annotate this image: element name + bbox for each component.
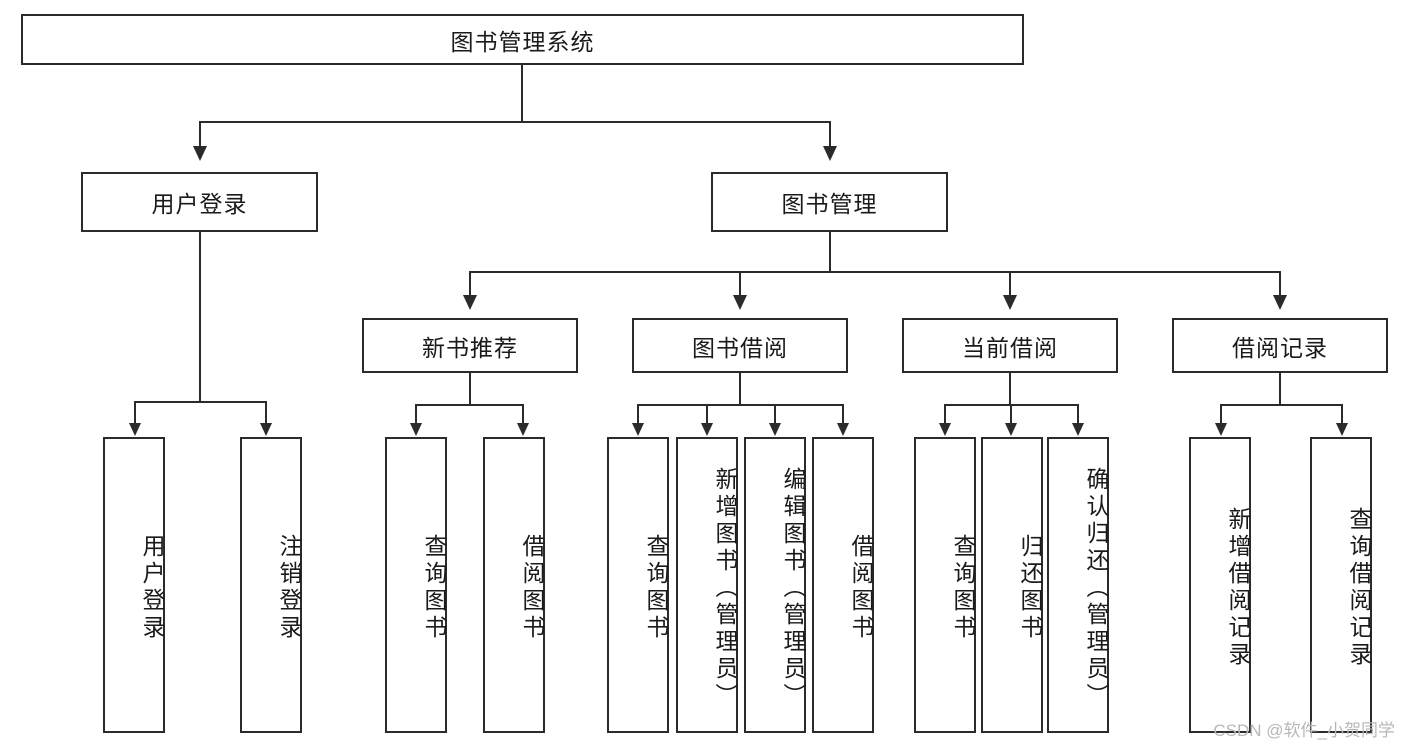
connector-bm-branch-1 [469, 271, 471, 297]
connector-cb-branch-3 [1077, 404, 1079, 424]
arrow-to-leaf-cb-2 [1005, 423, 1017, 436]
node-label: 借阅记录 [1232, 334, 1328, 361]
arrow-to-book-mgmt [823, 146, 837, 161]
connector-bb-branch-1 [637, 404, 639, 424]
node-new-book-recommend[interactable]: 新书推荐 [362, 318, 578, 373]
node-label: 新增借阅记录 [1225, 507, 1251, 669]
connector-cb-branch-2 [1010, 404, 1012, 424]
connector-nbr-branch-2 [522, 404, 524, 424]
leaf-nbr-borrow-book[interactable]: 借阅图书 [483, 437, 545, 733]
node-label: 确认归还（管理员） [1083, 466, 1109, 710]
arrow-to-borrow-record [1273, 295, 1287, 310]
node-label: 新增图书（管理员） [712, 466, 738, 710]
arrow-to-leaf-br-2 [1336, 423, 1348, 436]
leaf-cb-confirm-return-admin[interactable]: 确认归还（管理员） [1047, 437, 1109, 733]
arrow-to-leaf-logout [260, 423, 272, 436]
connector-nbr-down [469, 373, 471, 405]
connector-user-login-down [199, 232, 201, 402]
connector-br-branch-2 [1341, 404, 1343, 424]
connector-bb-branch-2 [706, 404, 708, 424]
arrow-to-leaf-bb-4 [837, 423, 849, 436]
connector-book-mgmt-bus [469, 271, 1280, 273]
connector-cb-down [1009, 373, 1011, 405]
node-label: 图书管理 [781, 191, 878, 217]
leaf-cb-query-book[interactable]: 查询图书 [914, 437, 976, 733]
leaf-bb-add-book-admin[interactable]: 新增图书（管理员） [676, 437, 738, 733]
connector-nbr-branch-1 [415, 404, 417, 424]
node-label: 新书推荐 [422, 334, 518, 361]
leaf-logout[interactable]: 注销登录 [240, 437, 302, 733]
connector-br-down [1279, 373, 1281, 405]
node-label: 用户登录 [139, 534, 165, 642]
arrow-to-book-borrow [733, 295, 747, 310]
node-label: 查询借阅记录 [1346, 507, 1372, 669]
node-book-management[interactable]: 图书管理 [711, 172, 948, 232]
node-label: 查询图书 [950, 534, 976, 642]
connector-nbr-bus [415, 404, 523, 406]
connector-root-to-user-login [199, 121, 201, 149]
arrow-to-new-book-recommend [463, 295, 477, 310]
arrow-to-user-login [193, 146, 207, 161]
node-borrow-record[interactable]: 借阅记录 [1172, 318, 1388, 373]
node-label: 注销登录 [276, 534, 302, 642]
connector-user-login-branch-2 [265, 401, 267, 425]
connector-bm-branch-2 [739, 271, 741, 297]
node-label: 图书管理系统 [450, 28, 595, 55]
connector-br-bus [1220, 404, 1342, 406]
connector-user-login-bus [134, 401, 266, 403]
node-label: 编辑图书（管理员） [780, 466, 806, 710]
node-label: 查询图书 [643, 534, 669, 642]
leaf-bb-borrow-book[interactable]: 借阅图书 [812, 437, 874, 733]
connector-book-mgmt-down [829, 232, 831, 272]
arrow-to-leaf-bb-3 [769, 423, 781, 436]
connector-bb-branch-4 [842, 404, 844, 424]
arrow-to-current-borrow [1003, 295, 1017, 310]
connector-cb-branch-1 [944, 404, 946, 424]
arrow-to-leaf-bb-2 [701, 423, 713, 436]
leaf-br-query-record[interactable]: 查询借阅记录 [1310, 437, 1372, 733]
connector-bb-bus [637, 404, 843, 406]
arrow-to-leaf-br-1 [1215, 423, 1227, 436]
arrow-to-leaf-cb-1 [939, 423, 951, 436]
node-label: 借阅图书 [519, 534, 545, 642]
connector-bb-down [739, 373, 741, 405]
node-root-book-management-system[interactable]: 图书管理系统 [21, 14, 1024, 65]
leaf-nbr-query-book[interactable]: 查询图书 [385, 437, 447, 733]
connector-bb-branch-3 [774, 404, 776, 424]
arrow-to-leaf-nbr-1 [410, 423, 422, 436]
arrow-to-leaf-nbr-2 [517, 423, 529, 436]
connector-root-to-book-mgmt [829, 121, 831, 149]
arrow-to-leaf-bb-1 [632, 423, 644, 436]
leaf-cb-return-book[interactable]: 归还图书 [981, 437, 1043, 733]
node-label: 查询图书 [421, 534, 447, 642]
node-label: 用户登录 [151, 191, 248, 217]
node-label: 当前借阅 [962, 334, 1058, 361]
node-label: 图书借阅 [692, 334, 788, 361]
node-user-login[interactable]: 用户登录 [81, 172, 318, 232]
node-label: 借阅图书 [848, 534, 874, 642]
node-label: 归还图书 [1017, 534, 1043, 642]
connector-bm-branch-4 [1279, 271, 1281, 297]
arrow-to-leaf-cb-3 [1072, 423, 1084, 436]
node-current-borrow[interactable]: 当前借阅 [902, 318, 1118, 373]
leaf-bb-query-book[interactable]: 查询图书 [607, 437, 669, 733]
leaf-br-add-record[interactable]: 新增借阅记录 [1189, 437, 1251, 733]
connector-br-branch-1 [1220, 404, 1222, 424]
leaf-user-login[interactable]: 用户登录 [103, 437, 165, 733]
connector-user-login-branch-1 [134, 401, 136, 425]
connector-root-bus [199, 121, 831, 123]
arrow-to-leaf-user-login [129, 423, 141, 436]
watermark: CSDN @软件_小贺同学 [1213, 721, 1395, 740]
connector-root-down [521, 65, 523, 122]
node-book-borrow[interactable]: 图书借阅 [632, 318, 848, 373]
connector-bm-branch-3 [1009, 271, 1011, 297]
leaf-bb-edit-book-admin[interactable]: 编辑图书（管理员） [744, 437, 806, 733]
